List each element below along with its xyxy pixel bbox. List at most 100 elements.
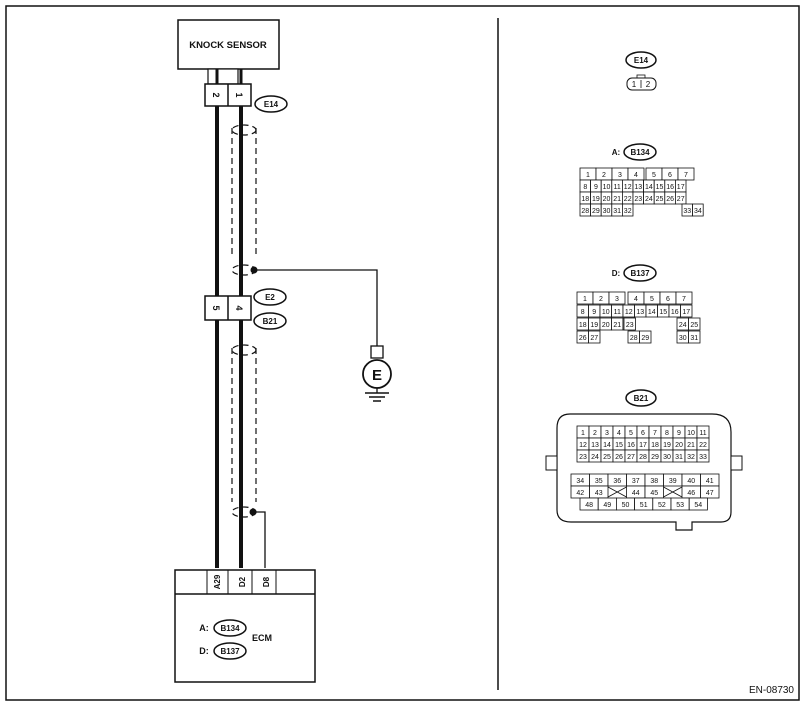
b134-pin-17: 17 [677, 184, 685, 191]
b134-pin-30: 30 [603, 208, 611, 215]
b137-pin-31-cell [688, 330, 701, 344]
b21-pin-33: 33 [699, 454, 707, 461]
b21-pin-54-cell [688, 497, 708, 511]
b137-pin-1: 1 [583, 296, 587, 303]
b137-pin-12: 12 [625, 309, 633, 316]
sensor-stub [207, 68, 239, 85]
b137-pin-19: 19 [590, 322, 598, 329]
e14-pin-2: 2 [211, 92, 221, 97]
b137-pin-16: 16 [671, 309, 679, 316]
b134-pin-11: 11 [613, 184, 620, 191]
b137-pin-17-cell [680, 304, 693, 318]
ecm-box: A29 D2 D8 A: B134 ECM D: B137 [174, 569, 316, 683]
b137-pin-26: 26 [579, 335, 587, 342]
b21-pin-40: 40 [687, 478, 695, 485]
svg-text:B21: B21 [634, 394, 649, 403]
connector-e14-block: 2 1 [204, 83, 252, 107]
ecm-pin-a29: A29 [213, 574, 222, 589]
b21-pin-20: 20 [675, 442, 683, 449]
b137-pin-10: 10 [602, 309, 610, 316]
svg-text:D:: D: [612, 269, 620, 278]
svg-text:2: 2 [646, 80, 651, 89]
ecm-b137-tag [213, 642, 247, 660]
b21-pin-16: 16 [627, 442, 635, 449]
ecm-pin-d2: D2 [238, 576, 247, 587]
b134-pin-34-cell [692, 203, 704, 217]
shield-drain-wire [254, 269, 378, 346]
b134-pin-8: 8 [583, 184, 587, 191]
b137-pin-27-cell [588, 330, 601, 344]
b134-pin-1: 1 [586, 172, 590, 179]
ecm-label: ECM [252, 633, 272, 643]
document-id: EN-08730 [749, 685, 794, 696]
b21-pin-49: 49 [603, 502, 611, 509]
e14-pin-1: 1 [234, 92, 244, 97]
ground-point: E [362, 359, 392, 402]
b21-pin-39: 39 [669, 478, 677, 485]
b21-pin-2: 2 [593, 430, 597, 437]
b134-pin-18: 18 [581, 196, 589, 203]
b137-pin-25-cell [688, 317, 701, 331]
b134-pin-26: 26 [666, 196, 674, 203]
pinout-e14: E14 1 2 [625, 51, 657, 91]
b21-pin-47-cell [700, 485, 720, 499]
b21-pin-45: 45 [650, 490, 658, 497]
b21-pin-31: 31 [675, 454, 683, 461]
b134-pin-23: 23 [634, 196, 642, 203]
b137-pin-18: 18 [579, 322, 587, 329]
b21-pin-18: 18 [651, 442, 659, 449]
b134-pin-24: 24 [645, 196, 653, 203]
b21-pin-6: 6 [641, 430, 645, 437]
ecm-b134-tag [213, 619, 247, 637]
b137-pin-17: 17 [682, 309, 690, 316]
b134-pin-12: 12 [624, 184, 632, 191]
b134-pin-28: 28 [581, 208, 589, 215]
b134-pin-15: 15 [656, 184, 664, 191]
b134-pin-32-cell [622, 203, 634, 217]
b137-pin-grid: 1234567891011121314151617181920212223242… [576, 291, 701, 344]
svg-text:E14: E14 [634, 56, 649, 65]
ecm-prefix-a: A: [199, 623, 209, 633]
b137-pin-3-cell [608, 291, 626, 305]
inline-pin-4: 4 [234, 305, 244, 310]
connector-e2-b21-block: 5 4 [204, 295, 252, 321]
b137-pin-25: 25 [690, 322, 698, 329]
b134-pin-9: 9 [594, 184, 598, 191]
b21-pin-41: 41 [706, 478, 714, 485]
b134-pin-33: 33 [683, 208, 691, 215]
shield-upper [231, 124, 257, 276]
b134-pin-27-cell [675, 191, 687, 205]
b137-pin-15: 15 [659, 309, 667, 316]
b137-pin-28: 28 [630, 335, 638, 342]
b137-pin-30: 30 [679, 335, 687, 342]
b137-pin-23: 23 [626, 322, 634, 329]
b137-pin-21: 21 [613, 322, 621, 329]
knock-sensor-label: KNOCK SENSOR [189, 40, 267, 51]
b21-pin-19: 19 [663, 442, 671, 449]
b21-pin-10: 10 [687, 430, 695, 437]
shield-wire-to-ecm [253, 511, 266, 568]
svg-text:B137: B137 [220, 647, 240, 656]
b21-pin-42: 42 [576, 490, 584, 497]
ecm-pin-d8: D8 [262, 576, 271, 587]
b21-pin-34: 34 [576, 478, 584, 485]
b134-pin-32: 32 [624, 208, 632, 215]
b134-pin-25: 25 [656, 196, 664, 203]
b137-pin-3: 3 [615, 296, 619, 303]
connector-e2-tag: E2 [253, 288, 287, 306]
blank-cavity-mark [607, 486, 627, 498]
diagram-frame [5, 5, 800, 701]
b21-pin-21: 21 [687, 442, 695, 449]
svg-text:E2: E2 [265, 293, 275, 302]
b137-pin-29-cell [639, 330, 652, 344]
b21-pin-30: 30 [663, 454, 671, 461]
b21-latch-right [730, 455, 743, 471]
knock-sensor-box: KNOCK SENSOR [177, 19, 280, 70]
connector-b21-tag: B21 [253, 312, 287, 330]
b21-pin-4: 4 [617, 430, 621, 437]
b134-pin-2: 2 [602, 172, 606, 179]
